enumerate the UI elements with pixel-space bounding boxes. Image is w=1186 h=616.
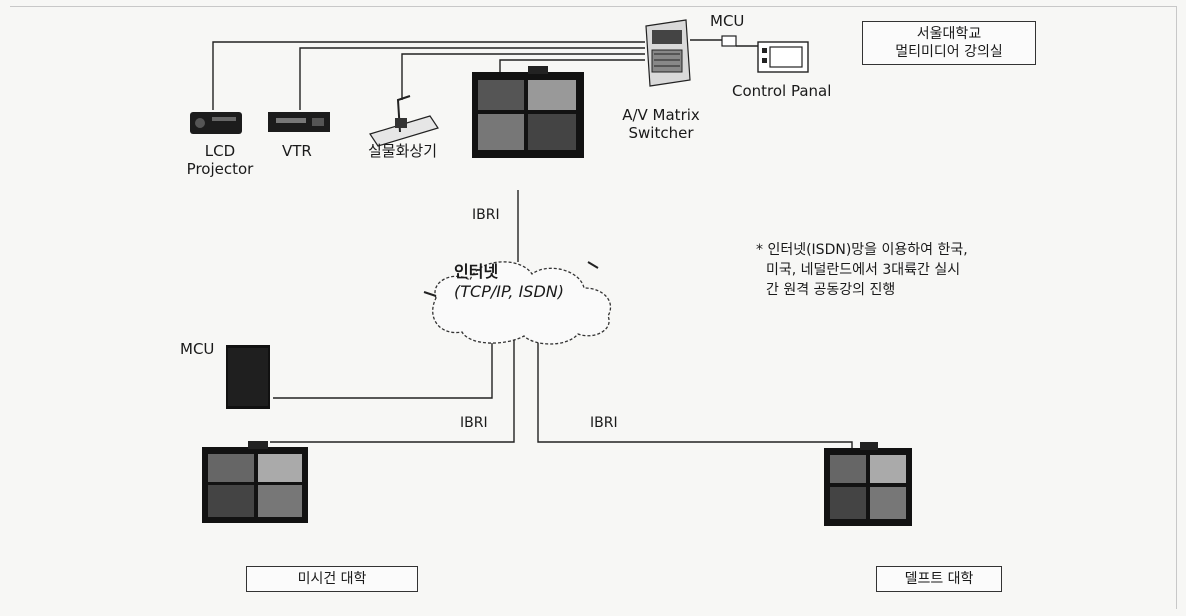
video-conference-unit-icon — [202, 441, 308, 523]
lcd-label-line1: LCD — [186, 142, 254, 160]
note-line3: 간 원격 공동강의 진행 — [756, 280, 968, 300]
internet-label-line1: 인터넷 — [454, 262, 564, 282]
internet-label: 인터넷 (TCP/IP, ISDN) — [454, 262, 564, 302]
lcd-projector-icon — [190, 112, 242, 134]
switcher-label-line2: Switcher — [606, 124, 716, 142]
video-conference-unit-icon — [824, 442, 912, 526]
seoul-site-line1: 서울대학교 — [863, 25, 1035, 43]
lcd-label-line2: Projector — [186, 160, 254, 178]
video-conference-unit-icon — [472, 66, 584, 158]
lcd-projector-label: LCD Projector — [186, 142, 254, 178]
note-text: * 인터넷(ISDN)망을 이용하여 한국, 미국, 네덜란드에서 3대륙간 실… — [756, 240, 968, 300]
switcher-label: A/V Matrix Switcher — [606, 106, 716, 142]
visualizer-label: 실물화상기 — [368, 142, 437, 160]
michigan-site-box: 미시건 대학 — [246, 566, 418, 592]
link-left-label: IBRI — [460, 414, 488, 432]
seoul-site-box: 서울대학교 멀티미디어 강의실 — [862, 21, 1036, 65]
note-line1-text: 인터넷(ISDN)망을 이용하여 한국, — [767, 242, 967, 258]
vtr-label: VTR — [282, 142, 312, 160]
mcu-box-icon — [226, 345, 270, 409]
vtr-icon — [268, 112, 330, 132]
link-delft — [538, 322, 852, 460]
link-right-label: IBRI — [590, 414, 618, 432]
seoul-site-line2: 멀티미디어 강의실 — [863, 43, 1035, 61]
cable-conference — [500, 60, 645, 72]
internet-label-line2: (TCP/IP, ISDN) — [454, 282, 564, 302]
switcher-label-line1: A/V Matrix — [606, 106, 716, 124]
control-panel-label: Control Panal — [732, 82, 831, 100]
mcu-left-label: MCU — [180, 340, 214, 358]
matrix-switcher-icon — [646, 20, 690, 86]
note-line2: 미국, 네덜란드에서 3대륙간 실시 — [756, 260, 968, 280]
note-line1: * 인터넷(ISDN)망을 이용하여 한국, — [756, 240, 968, 260]
control-panel-icon — [758, 42, 808, 72]
mcu-top-label: MCU — [710, 12, 744, 30]
delft-site-box: 델프트 대학 — [876, 566, 1002, 592]
link-top-label: IBRI — [472, 206, 500, 224]
mcu-small-icon — [722, 36, 736, 46]
document-camera-icon — [370, 96, 438, 146]
note-bullet: * — [756, 242, 763, 258]
